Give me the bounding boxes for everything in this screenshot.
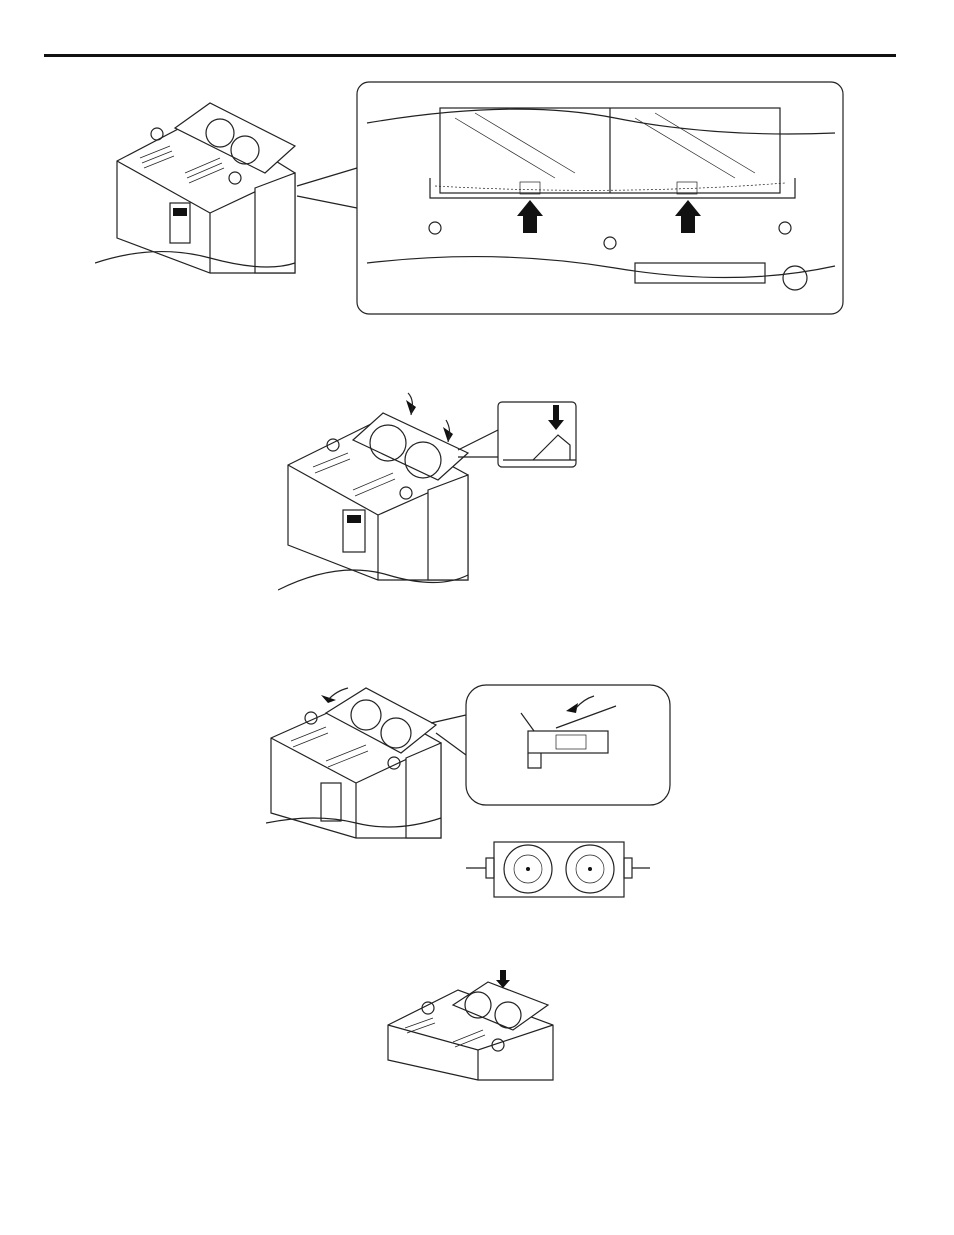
header-rule (44, 54, 896, 57)
figure-3-fan-guard-lever (266, 673, 676, 848)
figure-1-fan-tabs (95, 78, 855, 318)
figure-2-fan-insert (278, 385, 588, 595)
figure-5-fan-cover-press (383, 970, 558, 1085)
figure-4-fan-guard-top (458, 836, 658, 901)
